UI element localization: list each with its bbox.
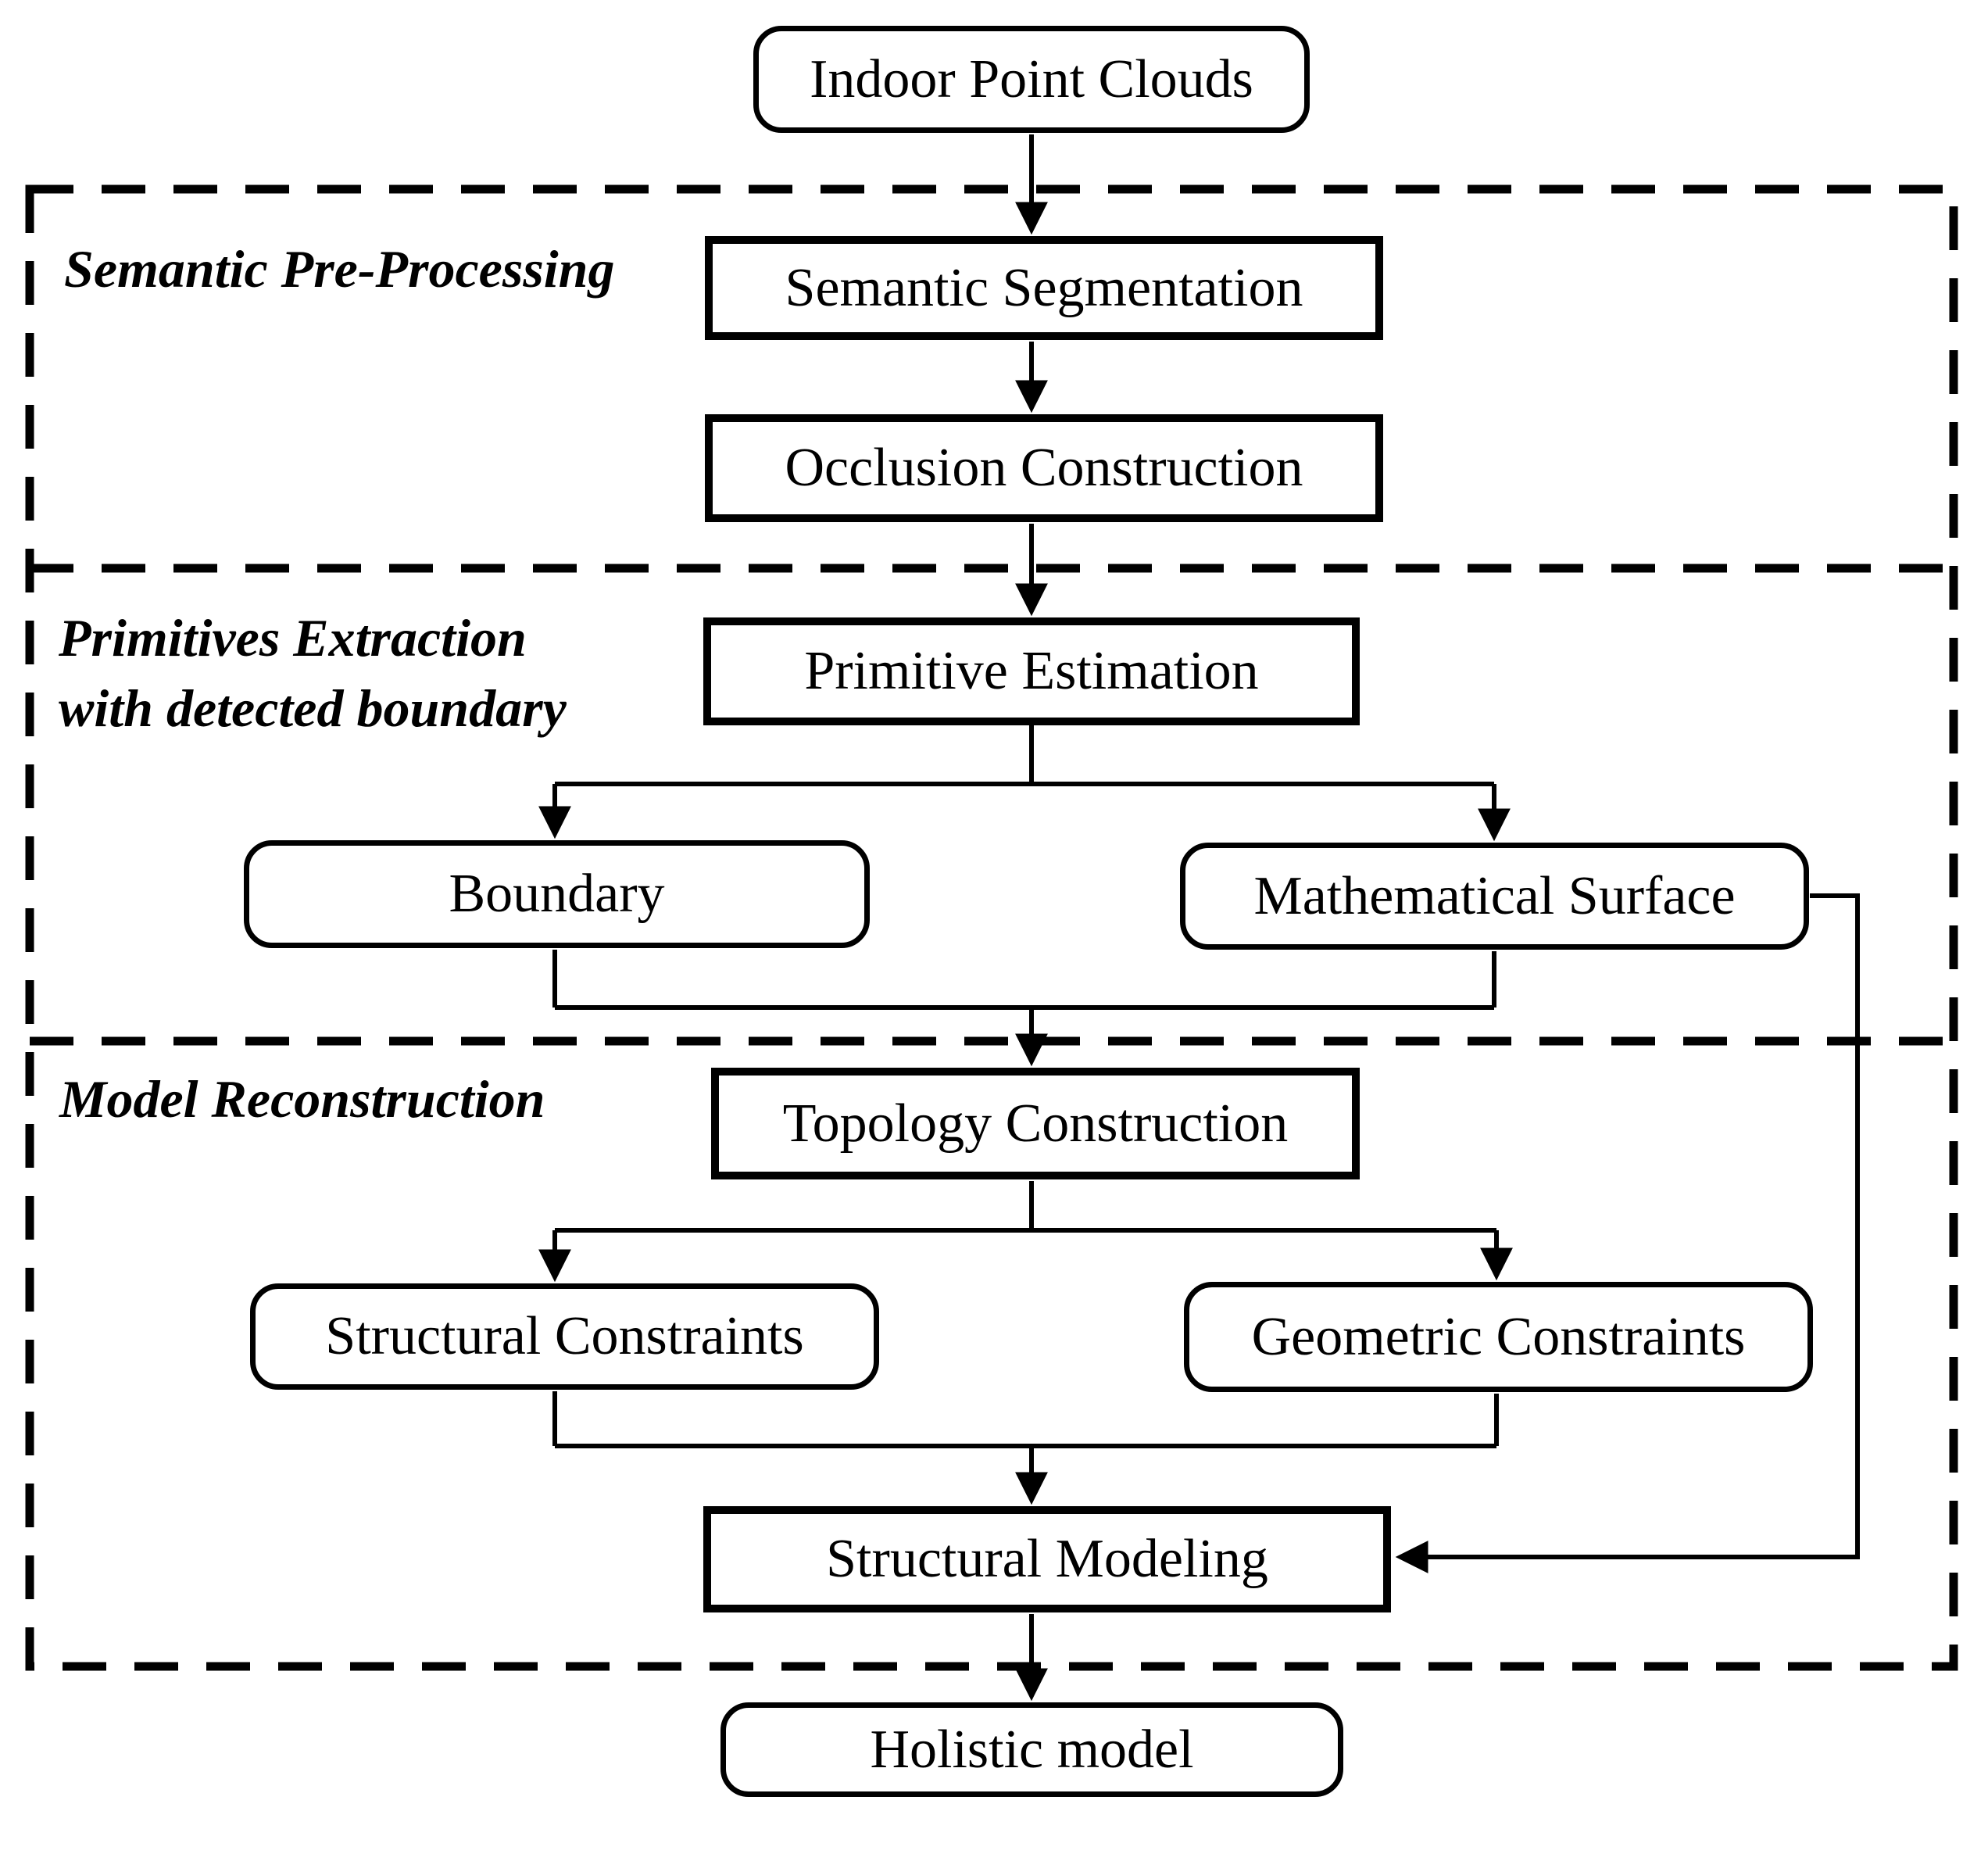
node-structural-constraints: Structural Constraints <box>250 1283 879 1390</box>
section-label-semantic-pre-processing: Semantic Pre-Processing <box>64 239 615 299</box>
dashed-outer-border <box>25 184 1958 1671</box>
section-label-primitives-extraction-line2: with detected boundary <box>59 678 567 738</box>
node-indoor-point-clouds: Indoor Point Clouds <box>753 26 1310 133</box>
node-occlusion-construction: Occlusion Construction <box>705 414 1383 522</box>
node-structural-modeling: Structural Modeling <box>703 1506 1391 1612</box>
node-semantic-segmentation: Semantic Segmentation <box>705 236 1383 340</box>
node-holistic-model: Holistic model <box>720 1702 1343 1797</box>
section-label-primitives-extraction: Primitives Extraction with detected boun… <box>59 603 567 744</box>
dashed-section-borders <box>25 184 1958 1671</box>
feedback-surface-to-modeling <box>1395 893 1860 1573</box>
section-label-primitives-extraction-line1: Primitives Extraction <box>59 608 527 668</box>
node-topology-construction: Topology Construction <box>711 1068 1360 1179</box>
section-label-model-reconstruction: Model Reconstruction <box>59 1069 545 1129</box>
flow-arrows <box>538 134 1860 1702</box>
node-boundary: Boundary <box>244 840 870 948</box>
node-primitive-estimation: Primitive Estimation <box>703 617 1360 725</box>
node-mathematical-surface: Mathematical Surface <box>1180 843 1809 950</box>
node-geometric-constraints: Geometric Constraints <box>1184 1282 1813 1392</box>
